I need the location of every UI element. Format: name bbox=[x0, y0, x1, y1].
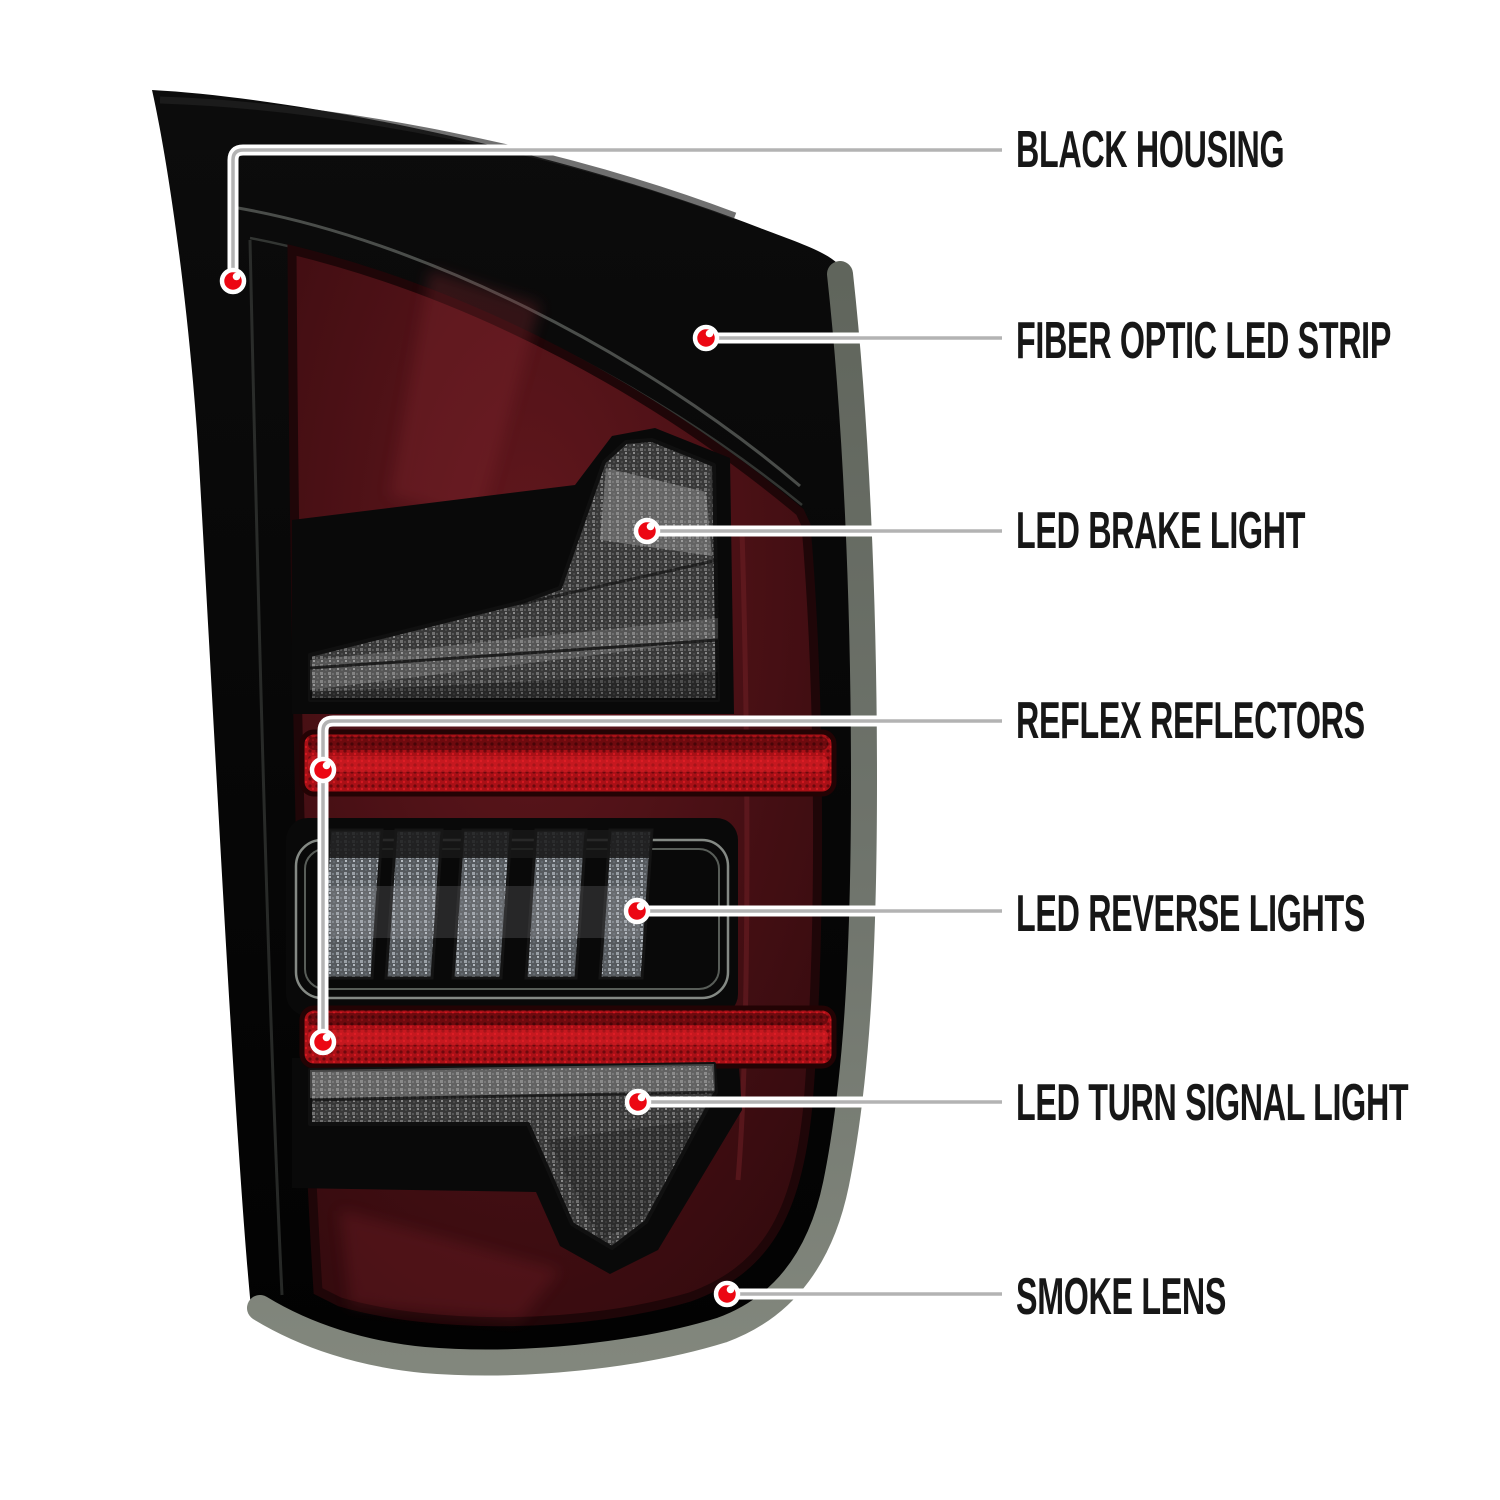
callout-dot-black-housing bbox=[219, 267, 247, 295]
reflex-reflector-strip-bottom bbox=[299, 1005, 837, 1069]
smoke-lens-band bbox=[247, 261, 878, 1376]
callout-dot-reflex-bottom bbox=[309, 1028, 337, 1056]
callout-dot-reflex-top bbox=[309, 756, 337, 784]
callout-label-led-turn-signal-light: LED TURN SIGNAL LIGHT bbox=[1016, 1074, 1409, 1132]
taillight-body bbox=[152, 90, 878, 1376]
callout-line-reflex bbox=[321, 719, 1002, 1042]
brake-light-section bbox=[308, 438, 720, 702]
callout-label-black-housing: BLACK HOUSING bbox=[1016, 121, 1285, 179]
callout-label-led-brake-light: LED BRAKE LIGHT bbox=[1016, 502, 1306, 560]
reflex-reflector-strip-top bbox=[299, 729, 837, 797]
callout-dots bbox=[219, 267, 741, 1308]
callout-dot-turn bbox=[624, 1088, 652, 1116]
callout-label-reflex-reflectors: REFLEX REFLECTORS bbox=[1016, 692, 1365, 750]
callout-lines bbox=[227, 144, 1002, 1300]
callout-label-smoke-lens: SMOKE LENS bbox=[1016, 1268, 1227, 1326]
callout-dot-reverse bbox=[623, 897, 651, 925]
callout-label-led-reverse-lights: LED REVERSE LIGHTS bbox=[1016, 885, 1366, 943]
bezel-line-left bbox=[248, 239, 284, 1296]
callout-dot-brake bbox=[633, 517, 661, 545]
callout-line-black-housing bbox=[231, 148, 1002, 281]
callout-dot-smoke bbox=[713, 1280, 741, 1308]
red-bottom-sheen bbox=[340, 1210, 560, 1320]
turn-signal-section bbox=[308, 1062, 718, 1250]
red-panel-sheen bbox=[390, 270, 540, 520]
reverse-light-panel bbox=[294, 828, 730, 1000]
reverse-light-bars bbox=[318, 828, 654, 980]
callout-dot-fiber-optic bbox=[692, 324, 720, 352]
callout-label-fiber-optic-led-strip: FIBER OPTIC LED STRIP bbox=[1016, 312, 1392, 370]
housing-top-sheen bbox=[159, 96, 737, 220]
